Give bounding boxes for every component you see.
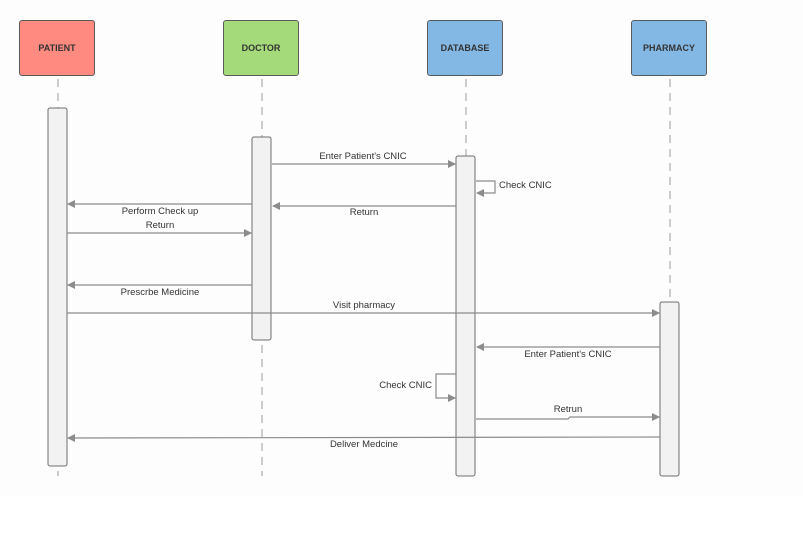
message-enter-cnic-pharmacy: Enter Patient's CNIC bbox=[476, 343, 660, 360]
message-label: Enter Patient's CNIC bbox=[524, 349, 611, 360]
message-label: Perform Check up bbox=[122, 206, 199, 217]
actor-database: DATABASE bbox=[427, 20, 503, 76]
message-enter-cnic-doctor: Enter Patient's CNIC bbox=[272, 151, 456, 168]
activation-database bbox=[455, 155, 476, 477]
message-check-cnic-self-1: Check CNIC bbox=[476, 180, 552, 197]
message-visit-pharmacy: Visit pharmacy bbox=[67, 300, 660, 317]
message-label: Check CNIC bbox=[379, 380, 432, 391]
message-label: Retrun bbox=[554, 404, 583, 415]
message-deliver-medicine: Deliver Medcine bbox=[67, 433, 661, 450]
message-label: Return bbox=[350, 207, 379, 218]
actor-pharmacy: PHARMACY bbox=[631, 20, 707, 76]
actor-label: DATABASE bbox=[440, 43, 490, 53]
actor-label: PHARMACY bbox=[642, 43, 695, 53]
actor-label: DOCTOR bbox=[241, 43, 281, 53]
message-return-to-doctor-2: Return bbox=[67, 220, 252, 237]
activation-patient bbox=[47, 107, 68, 467]
message-label: Return bbox=[146, 220, 175, 231]
message-perform-checkup: Perform Check up bbox=[67, 200, 252, 217]
actor-doctor: DOCTOR bbox=[223, 20, 299, 76]
message-check-cnic-self-2: Check CNIC bbox=[379, 373, 456, 402]
message-retrun-to-pharmacy: Retrun bbox=[476, 404, 660, 421]
message-return-to-doctor: Return bbox=[272, 202, 456, 218]
actor-patient: PATIENT bbox=[19, 20, 95, 76]
message-label: Visit pharmacy bbox=[333, 300, 395, 311]
message-label: Prescrbe Medicine bbox=[121, 287, 200, 298]
activation-pharmacy bbox=[659, 301, 680, 477]
activation-doctor bbox=[251, 136, 272, 341]
actor-label: PATIENT bbox=[38, 43, 76, 53]
message-label: Enter Patient's CNIC bbox=[319, 151, 406, 162]
message-prescribe-medicine: Prescrbe Medicine bbox=[67, 281, 252, 298]
message-label: Deliver Medcine bbox=[330, 439, 398, 450]
message-label: Check CNIC bbox=[499, 180, 552, 191]
